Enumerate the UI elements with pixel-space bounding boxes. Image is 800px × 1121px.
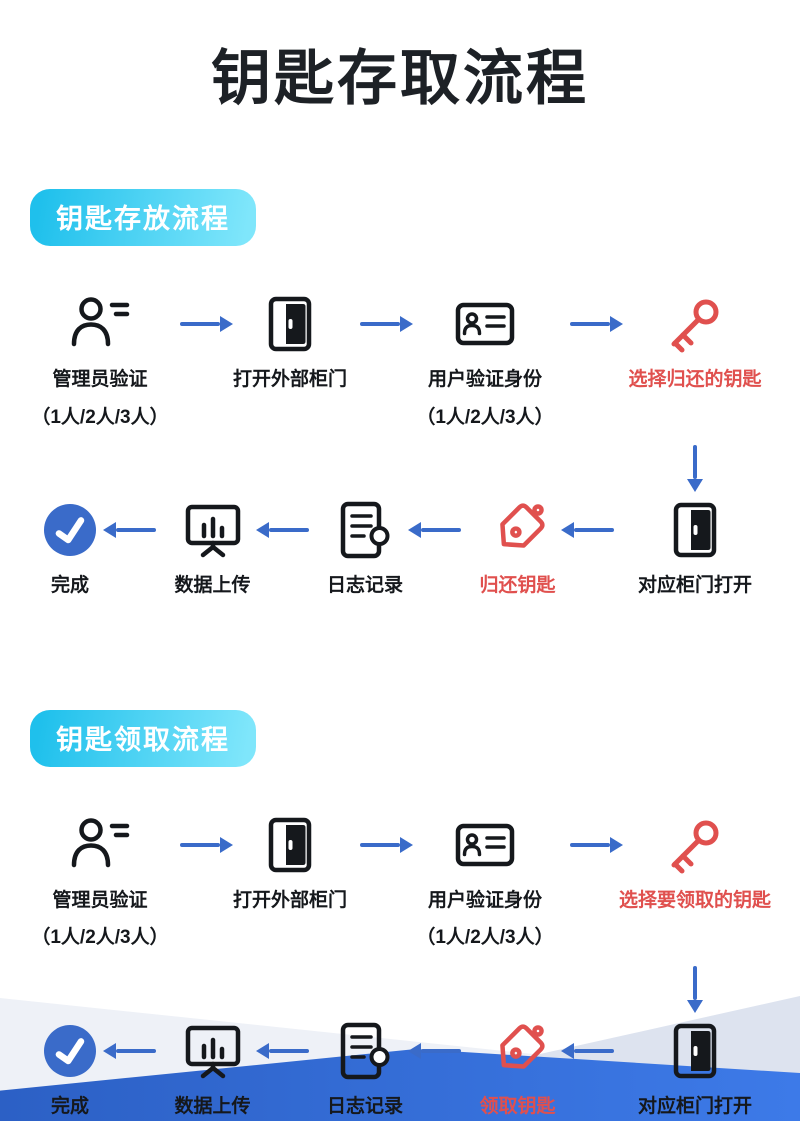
node-label: 完成 [50, 575, 89, 597]
flow-row-top: 管理员验证 （1人/2人/3人） 打开外部柜门 用户验证身份 （1人/2人/3人… [0, 813, 800, 952]
node-label: 管理员验证 [52, 889, 148, 911]
arrow-right-icon [560, 292, 620, 356]
flow-down-connector [0, 952, 800, 1013]
flow1-node-done: 完成 [30, 498, 110, 600]
arrow-right-icon [170, 292, 230, 356]
door-icon [258, 813, 322, 877]
node-label: 打开外部柜门 [232, 889, 347, 911]
door-icon [663, 1019, 727, 1083]
node-label: 管理员验证 [52, 369, 148, 390]
flow2-node-take-key: 领取钥匙 [468, 1019, 568, 1121]
arrow-left-icon [568, 1019, 621, 1083]
node-label: 领取钥匙 [479, 1095, 556, 1117]
flow2-node-select-key: 选择要领取的钥匙 [619, 813, 772, 915]
arrow-left-icon [568, 498, 621, 562]
key-icon [663, 813, 727, 877]
check-icon [38, 498, 102, 562]
door-icon [663, 498, 727, 562]
arrow-left-icon [415, 1019, 468, 1083]
node-label: 用户验证身份 [427, 369, 542, 390]
flow-row-bottom: 完成 数据上传 日志记录 领取钥匙 对应柜门打开 [0, 1019, 800, 1121]
flow1-node-log-record: 日志记录 [315, 498, 415, 600]
door-icon [258, 292, 322, 356]
flow2-node-open-outer-door: 打开外部柜门 [230, 813, 350, 915]
arrow-left-icon [263, 1019, 316, 1083]
flow1-node-open-outer-door: 打开外部柜门 [230, 292, 350, 394]
node-label: 数据上传 [174, 1095, 251, 1117]
flow-row-bottom: 完成 数据上传 日志记录 归还钥匙 对应柜门打开 [0, 498, 800, 600]
flow1-node-data-upload: 数据上传 [163, 498, 263, 600]
flow1-node-select-key: 选择归还的钥匙 [620, 292, 770, 394]
flow2-node-admin-verify: 管理员验证 （1人/2人/3人） [30, 813, 170, 952]
node-label: 对应柜门打开 [637, 1095, 752, 1117]
flow2-node-data-upload: 数据上传 [163, 1019, 263, 1121]
key-icon [663, 292, 727, 356]
node-label: 日志记录 [326, 575, 403, 597]
log-icon [333, 1019, 397, 1083]
flow2-node-done: 完成 [30, 1019, 110, 1121]
section-badge: 钥匙存放流程 [30, 189, 256, 246]
flow2-node-log-record: 日志记录 [315, 1019, 415, 1121]
node-label: 选择归还的钥匙 [628, 369, 762, 390]
arrow-left-icon [263, 498, 316, 562]
arrow-right-icon [560, 813, 620, 877]
arrow-left-icon [110, 1019, 163, 1083]
node-label: 打开外部柜门 [232, 369, 347, 390]
node-sublabel: （1人/2人/3人） [416, 927, 554, 949]
node-label: 日志记录 [326, 1095, 403, 1117]
arrow-right-icon [350, 292, 410, 356]
node-sublabel: （1人/2人/3人） [416, 406, 554, 428]
node-sublabel: （1人/2人/3人） [31, 927, 169, 949]
tag-icon [486, 498, 550, 562]
poster: 钥匙存取流程 钥匙存放流程 管理员验证 （1人/2人/3人） 打开外部柜门 用户… [0, 30, 800, 1121]
arrow-right-icon [170, 813, 230, 877]
arrow-down-icon [693, 445, 697, 480]
page-title: 钥匙存取流程 [211, 45, 589, 112]
node-label: 完成 [50, 1095, 89, 1117]
flow1-node-admin-verify: 管理员验证 （1人/2人/3人） [30, 292, 170, 431]
flow-down-connector [0, 431, 800, 492]
arrow-down-icon [693, 965, 697, 1000]
node-label: 用户验证身份 [427, 889, 542, 911]
flow-row-top: 管理员验证 （1人/2人/3人） 打开外部柜门 用户验证身份 （1人/2人/3人… [0, 292, 800, 431]
log-icon [333, 498, 397, 562]
arrow-right-icon [350, 813, 410, 877]
section-badge: 钥匙领取流程 [30, 709, 256, 767]
node-label: 数据上传 [174, 575, 251, 597]
node-sublabel: （1人/2人/3人） [31, 406, 169, 428]
flow1-node-cabinet-open: 对应柜门打开 [620, 498, 770, 600]
node-label: 对应柜门打开 [637, 575, 752, 597]
node-label: 归还钥匙 [479, 575, 556, 597]
monitor-icon [181, 498, 245, 562]
flow2-node-cabinet-open: 对应柜门打开 [620, 1019, 770, 1121]
idcard-icon [453, 813, 517, 877]
monitor-icon [181, 1019, 245, 1083]
node-label: 选择要领取的钥匙 [619, 889, 772, 911]
user-icon [68, 292, 132, 356]
section-key-retrieval: 钥匙领取流程 管理员验证 （1人/2人/3人） 打开外部柜门 用户验证身份 （1… [0, 646, 800, 1121]
section-key-storage: 钥匙存放流程 管理员验证 （1人/2人/3人） 打开外部柜门 用户验证身份 （1… [0, 125, 800, 600]
arrow-left-icon [110, 498, 163, 562]
flow1-node-return-key: 归还钥匙 [468, 498, 568, 600]
check-icon [38, 1019, 102, 1083]
tag-icon [486, 1019, 550, 1083]
arrow-left-icon [415, 498, 468, 562]
user-icon [68, 813, 132, 877]
flow1-node-user-id-verify: 用户验证身份 （1人/2人/3人） [410, 292, 560, 431]
flow2-node-user-id-verify: 用户验证身份 （1人/2人/3人） [410, 813, 560, 952]
idcard-icon [453, 292, 517, 356]
